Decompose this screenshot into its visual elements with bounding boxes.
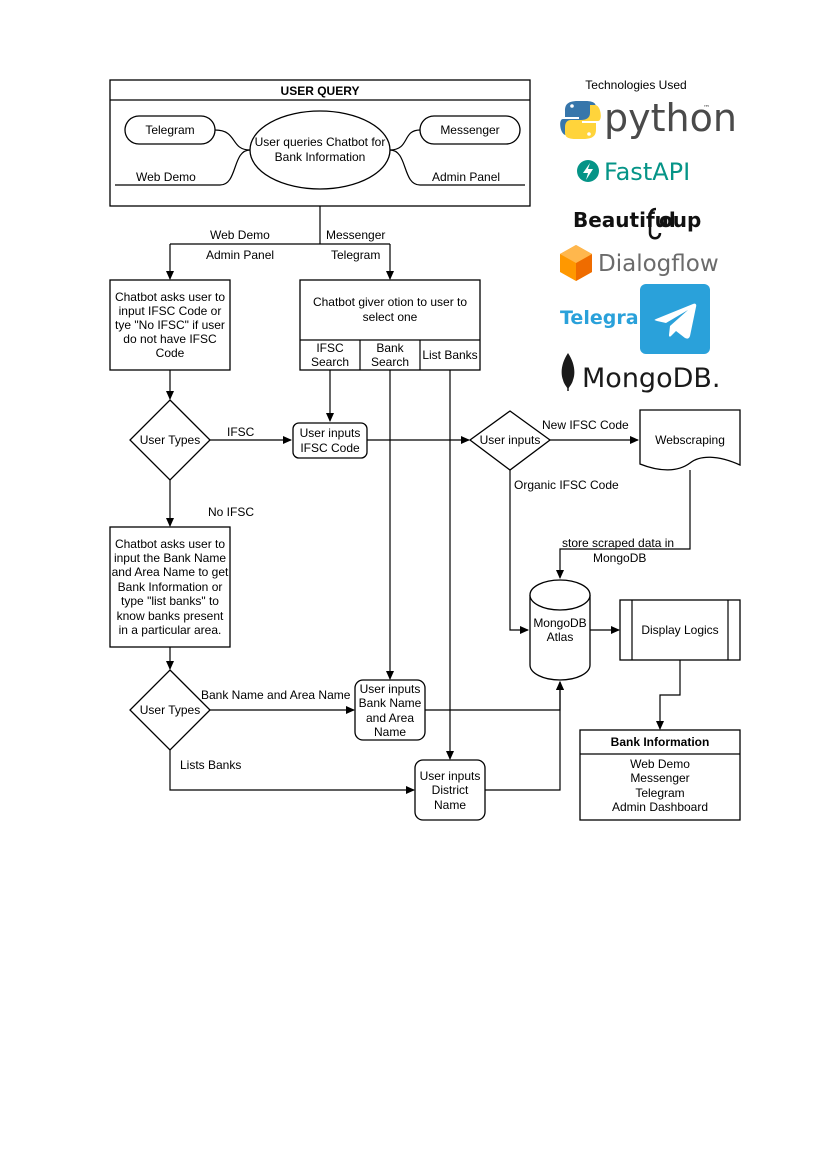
option-ifsc-line2: Search bbox=[311, 355, 349, 369]
edge-label-lists-banks: Lists Banks bbox=[180, 758, 241, 772]
mongodb-atlas-node: MongoDB Atlas bbox=[529, 579, 591, 681]
ask-bank-line1: Chatbot asks user to bbox=[115, 537, 225, 551]
lower-edges: Bank Name and Area Name Lists Banks bbox=[166, 647, 564, 794]
option-bank-line1: Bank bbox=[376, 341, 404, 355]
edge-label-organic-ifsc: Organic IFSC Code bbox=[514, 478, 619, 492]
ask-ifsc-line1: Chatbot asks user to bbox=[115, 290, 225, 304]
telegram-wordmark: Telegram bbox=[560, 307, 658, 329]
bank-info-item: Web Demo bbox=[630, 757, 690, 771]
admin-panel-label: Admin Panel bbox=[432, 170, 500, 184]
edge-label-ifsc: IFSC bbox=[227, 425, 255, 439]
ask-bank-line6: know banks present bbox=[117, 609, 224, 623]
mongodb-line1: MongoDB bbox=[533, 616, 586, 630]
python-logo: python ™ bbox=[560, 96, 737, 140]
edge-label-bank-area: Bank Name and Area Name bbox=[201, 688, 351, 702]
user-query-title: USER QUERY bbox=[281, 84, 360, 98]
user-query-container: USER QUERY Telegram Messenger User queri… bbox=[109, 79, 531, 207]
mongodb-wordmark: MongoDB. bbox=[582, 363, 720, 394]
ask-bank-box: Chatbot asks user to input the Bank Name… bbox=[109, 526, 231, 648]
option-box-line1: Chatbot giver otion to user to bbox=[313, 295, 467, 309]
user-inputs-ifsc-node: User inputs IFSC Code bbox=[292, 422, 368, 459]
fastapi-logo: FastAPI bbox=[577, 158, 690, 186]
display-logics-label: Display Logics bbox=[641, 623, 718, 637]
user-types-decision-1: User Types bbox=[129, 399, 211, 481]
dialogflow-logo: Dialogflow bbox=[560, 245, 719, 281]
webscraping-node: Webscraping bbox=[639, 409, 741, 471]
bank-info-item: Admin Dashboard bbox=[612, 800, 708, 814]
user-inputs-bank-node: User inputs Bank Name and Area Name bbox=[354, 679, 426, 741]
user-types-2-label: User Types bbox=[140, 703, 200, 717]
ask-bank-line7: in a particular area. bbox=[119, 623, 222, 637]
bank-info-item: Telegram bbox=[635, 786, 684, 800]
python-icon bbox=[560, 101, 601, 139]
user-types-decision-2: User Types bbox=[129, 669, 211, 751]
user-inputs-bank-line4: Name bbox=[374, 725, 406, 739]
mongodb-leaf-icon bbox=[561, 353, 575, 389]
edge-label-store-line2: MongoDB bbox=[593, 551, 646, 565]
edge-label-admin-panel: Admin Panel bbox=[206, 248, 274, 262]
mongodb-line2: Atlas bbox=[547, 630, 574, 644]
user-inputs-bank-line2: Bank Name bbox=[359, 696, 422, 710]
mongodb-logo: MongoDB. bbox=[561, 353, 720, 394]
edge-label-telegram: Telegram bbox=[331, 248, 380, 262]
option-box-line2: select one bbox=[363, 310, 418, 324]
user-types-1-label: User Types bbox=[140, 433, 200, 447]
ask-bank-line2: input the Bank Name bbox=[114, 551, 226, 565]
user-inputs-district-line2: District bbox=[432, 783, 469, 797]
dialogflow-wordmark: Dialogflow bbox=[598, 251, 719, 277]
edge-label-new-ifsc: New IFSC Code bbox=[542, 418, 629, 432]
edge-label-no-ifsc: No IFSC bbox=[208, 505, 254, 519]
ask-ifsc-line4: do not have IFSC bbox=[123, 332, 217, 346]
user-inputs-bank-line1: User inputs bbox=[360, 682, 421, 696]
user-inputs-ifsc-line2: IFSC Code bbox=[300, 441, 360, 455]
edge-label-store-line1: store scraped data in bbox=[562, 536, 674, 550]
ask-bank-line4: Bank Information or bbox=[118, 580, 223, 594]
mid-edges: IFSC New IFSC Code Organic IFSC Code sto… bbox=[166, 370, 691, 760]
user-inputs-district-line3: Name bbox=[434, 798, 466, 812]
messenger-pill-label: Messenger bbox=[440, 123, 499, 137]
user-inputs-district-node: User inputs District Name bbox=[414, 759, 486, 821]
ask-bank-line5: type "list banks" to bbox=[121, 594, 219, 608]
ask-ifsc-line5: Code bbox=[156, 346, 185, 360]
ask-ifsc-line2: input IFSC Code or bbox=[119, 304, 222, 318]
beautiful-wordmark: Beautiful bbox=[573, 208, 676, 232]
bank-information-box: Bank Information Web Demo Messenger Tele… bbox=[579, 729, 741, 821]
telegram-logo: Telegram bbox=[560, 284, 710, 354]
option-bank-line2: Search bbox=[371, 355, 409, 369]
option-ifsc-line1: IFSC bbox=[316, 341, 344, 355]
display-logics-node: Display Logics bbox=[619, 599, 741, 661]
query-split-edges: Web Demo Admin Panel Messenger Telegram bbox=[166, 206, 394, 280]
bank-info-title: Bank Information bbox=[611, 735, 710, 749]
edge-label-web-demo: Web Demo bbox=[210, 228, 270, 242]
web-demo-label: Web Demo bbox=[136, 170, 196, 184]
bank-info-item: Messenger bbox=[630, 771, 689, 785]
option-list-banks: List Banks bbox=[422, 348, 477, 362]
ask-ifsc-box: Chatbot asks user to input IFSC Code or … bbox=[109, 279, 231, 371]
option-box: Chatbot giver otion to user to select on… bbox=[299, 279, 481, 371]
beautifulsoup-logo: Beautiful oup bbox=[573, 207, 701, 240]
user-inputs-decision: User inputs bbox=[468, 410, 552, 471]
user-inputs-bank-line3: and Area bbox=[366, 711, 414, 725]
user-inputs-ifsc-line1: User inputs bbox=[300, 426, 361, 440]
user-inputs-district-line1: User inputs bbox=[420, 769, 481, 783]
soup-wordmark: oup bbox=[659, 208, 701, 232]
fastapi-wordmark: FastAPI bbox=[604, 158, 690, 186]
edge-label-messenger: Messenger bbox=[326, 228, 385, 242]
technologies-heading: Technologies Used bbox=[585, 78, 686, 92]
telegram-pill-label: Telegram bbox=[145, 123, 194, 137]
python-tm: ™ bbox=[703, 104, 710, 112]
ask-bank-line3: and Area Name to get bbox=[112, 565, 229, 579]
telegram-icon bbox=[640, 284, 710, 354]
user-query-center-line2: Bank Information bbox=[275, 150, 366, 164]
user-query-center-line1: User queries Chatbot for bbox=[255, 135, 386, 149]
soup-spoon-icon bbox=[648, 207, 662, 240]
python-wordmark: python bbox=[604, 96, 737, 140]
user-inputs-decision-label: User inputs bbox=[480, 433, 541, 447]
webscraping-label: Webscraping bbox=[655, 433, 725, 447]
technologies-panel: Technologies Used python ™ FastAPI Beaut… bbox=[560, 78, 737, 394]
ask-ifsc-line3: tye "No IFSC" if user bbox=[115, 318, 225, 332]
